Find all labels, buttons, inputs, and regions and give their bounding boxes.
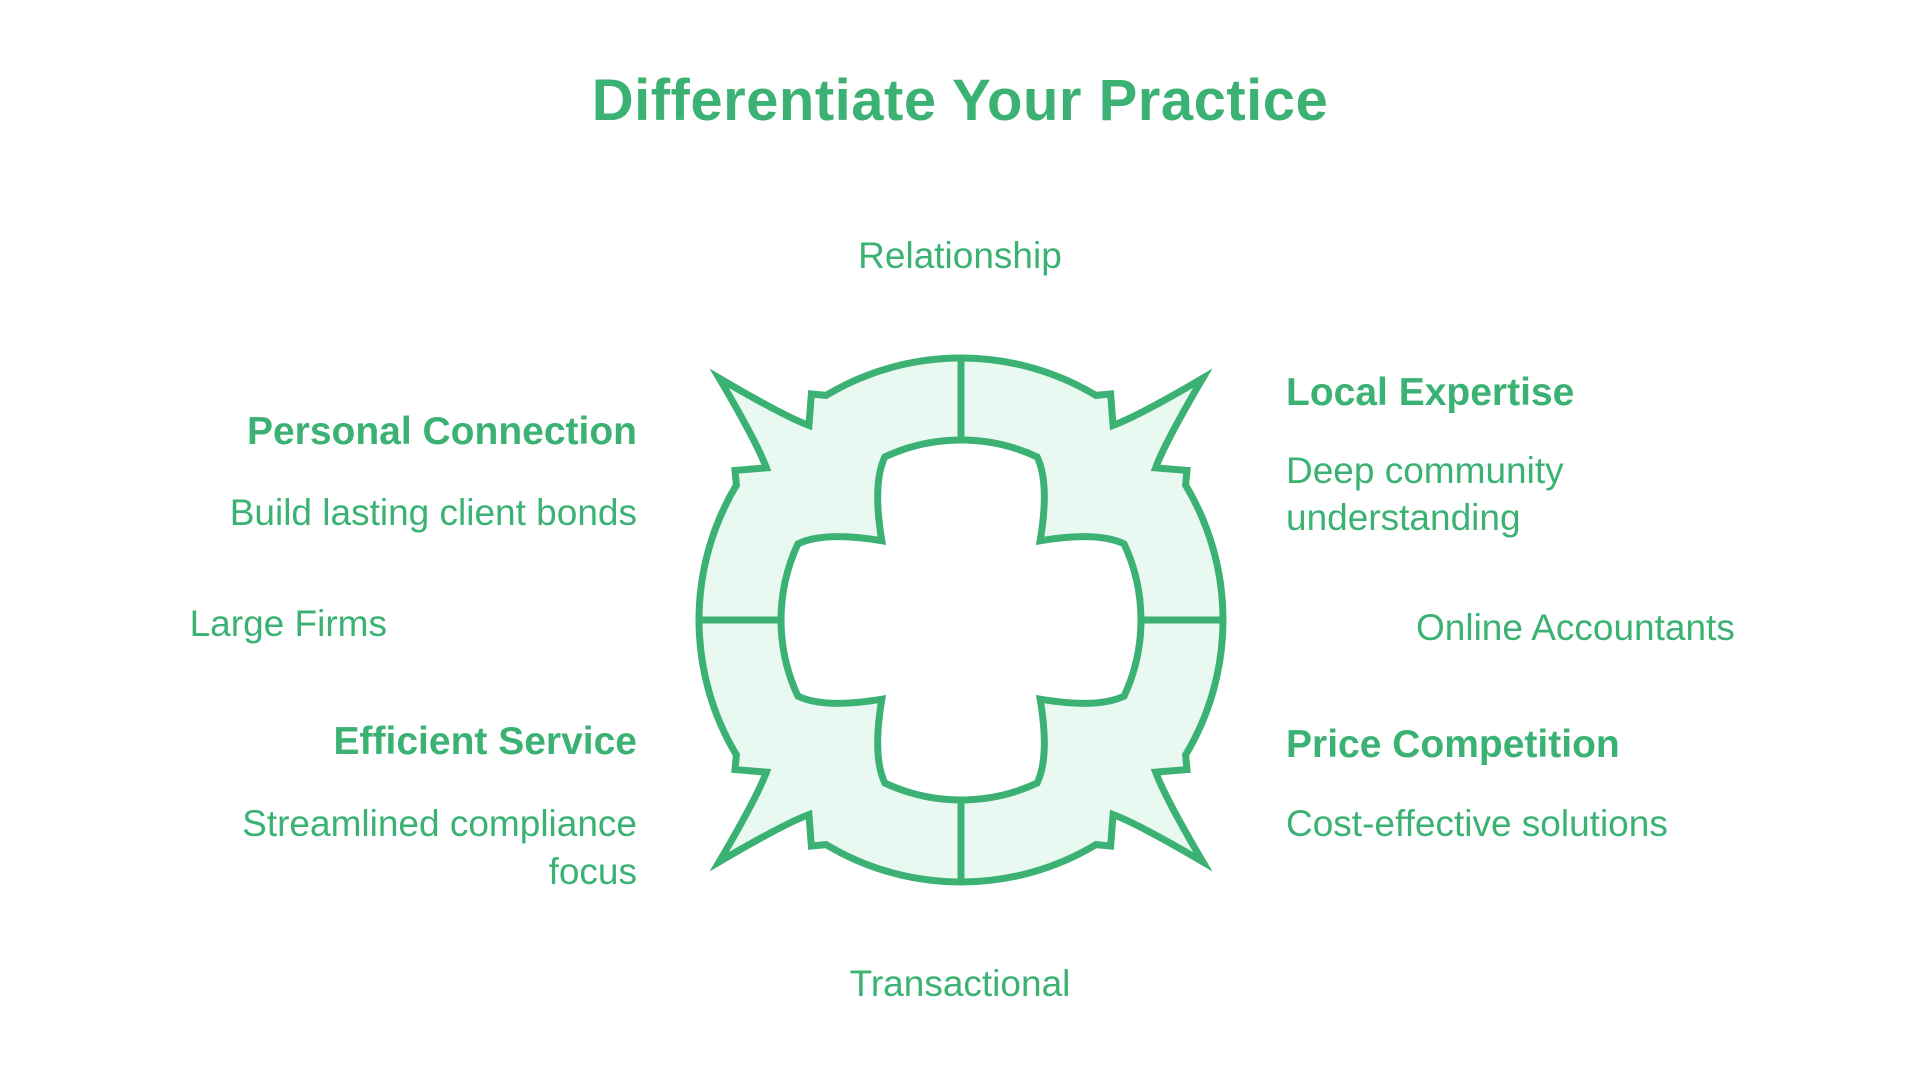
label-online-accountants: Online Accountants xyxy=(1416,607,1735,648)
cycle-divider-lines xyxy=(697,356,1225,884)
label-large-firms: Large Firms xyxy=(189,603,387,644)
section-description: Deep community understanding xyxy=(1286,450,1564,538)
cycle-arrows-shape xyxy=(695,354,1227,886)
label-relationship: Relationship xyxy=(858,235,1062,276)
section-heading: Efficient Service xyxy=(333,720,637,763)
cycle-diagram xyxy=(695,354,1227,886)
label-transactional: Transactional xyxy=(849,963,1071,1004)
section-description: Streamlined compliance focus xyxy=(242,803,637,892)
section-description: Build lasting client bonds xyxy=(229,492,637,533)
section-heading: Local Expertise xyxy=(1286,371,1575,414)
section-description: Cost-effective solutions xyxy=(1286,803,1668,844)
page-title: Differentiate Your Practice xyxy=(591,68,1329,133)
section-heading: Price Competition xyxy=(1286,723,1620,766)
section-heading: Personal Connection xyxy=(246,410,637,453)
